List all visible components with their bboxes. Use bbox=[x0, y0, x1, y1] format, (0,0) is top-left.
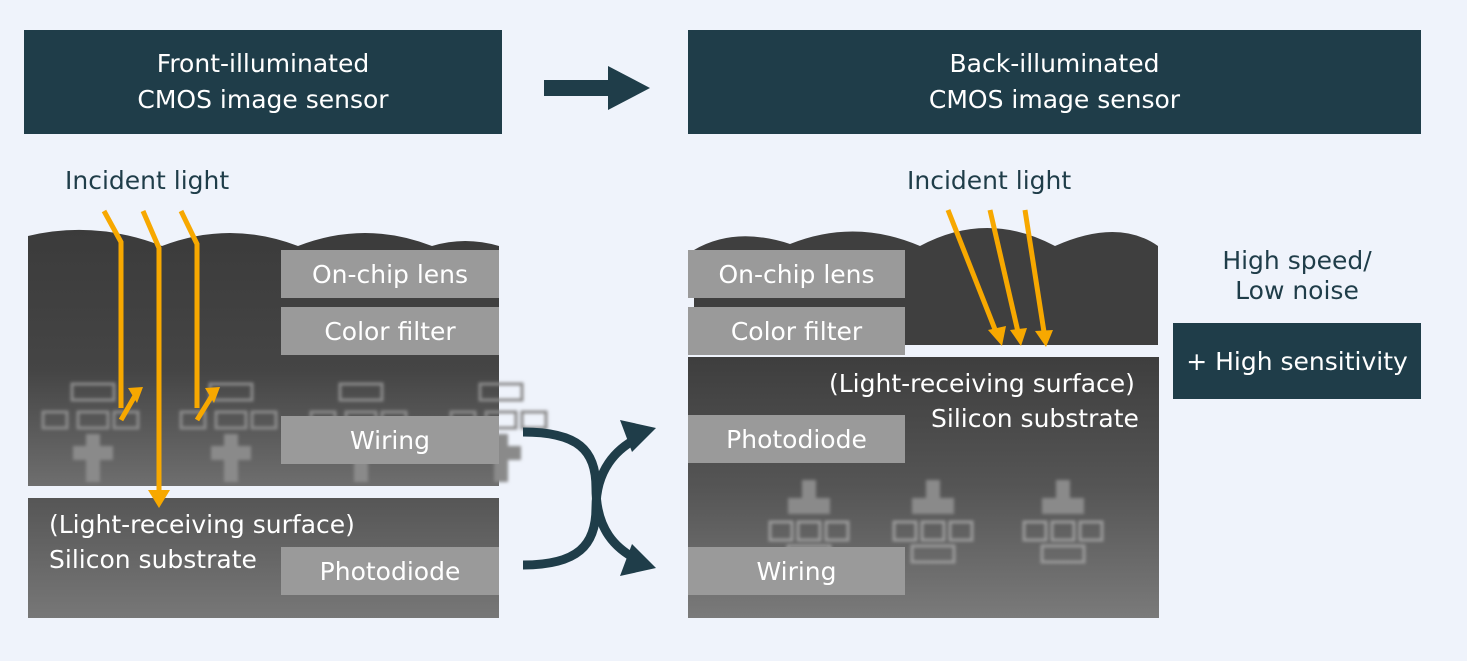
back-incident-light-label: Incident light bbox=[907, 166, 1072, 195]
front-color-filter-label: Color filter bbox=[281, 307, 499, 355]
back-illuminated-title: Back-illuminated CMOS image sensor bbox=[688, 30, 1421, 134]
front-photodiode-label: Photodiode bbox=[281, 547, 499, 595]
front-incident-light-label: Incident light bbox=[65, 166, 230, 195]
front-silicon-substrate-label: Silicon substrate bbox=[49, 545, 257, 574]
back-surface-label: (Light-receiving surface) bbox=[829, 369, 1135, 398]
front-light-rays bbox=[101, 209, 216, 492]
back-wiring-label: Wiring bbox=[688, 547, 905, 595]
front-wiring-label: Wiring bbox=[281, 416, 499, 464]
back-ray-arrowheads bbox=[988, 326, 1053, 347]
back-title-line1: Back-illuminated bbox=[949, 49, 1160, 78]
front-title-line2: CMOS image sensor bbox=[137, 85, 389, 114]
back-on-chip-lens-label: On-chip lens bbox=[688, 250, 905, 298]
high-sensitivity-badge: + High sensitivity bbox=[1173, 323, 1421, 399]
back-silicon-substrate-label: Silicon substrate bbox=[931, 404, 1139, 433]
back-photodiode-label: Photodiode bbox=[688, 415, 905, 463]
back-light-rays bbox=[945, 209, 1047, 333]
swap-arrows bbox=[522, 427, 641, 570]
transition-arrow bbox=[544, 66, 650, 110]
back-color-filter-label: Color filter bbox=[688, 307, 905, 355]
benefit-low-noise: Low noise bbox=[1235, 276, 1359, 305]
benefits-text: High speed/ Low noise bbox=[1173, 246, 1421, 306]
front-title-line1: Front-illuminated bbox=[156, 49, 370, 78]
front-ray-arrowheads bbox=[128, 387, 220, 508]
back-title-line2: CMOS image sensor bbox=[928, 85, 1181, 114]
front-on-chip-lens-label: On-chip lens bbox=[281, 250, 499, 298]
front-surface-label: (Light-receiving surface) bbox=[49, 510, 355, 539]
benefit-high-speed: High speed/ bbox=[1222, 246, 1372, 275]
swap-arrowheads bbox=[620, 420, 656, 576]
front-illuminated-title: Front-illuminated CMOS image sensor bbox=[24, 30, 502, 134]
